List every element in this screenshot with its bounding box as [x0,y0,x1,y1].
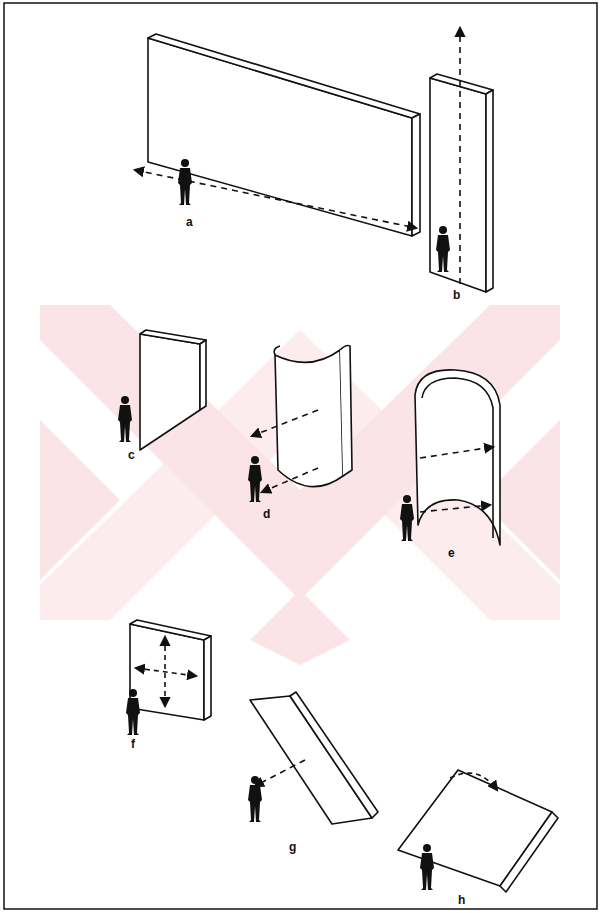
watermark-diamond [250,590,350,665]
panel-letter: d [263,507,270,521]
panel-edge [290,692,378,818]
panel-e [415,370,500,545]
panel-edge [412,114,420,236]
dashed-arrow [420,505,490,512]
panel-letter: e [448,546,455,560]
human-figure [436,226,450,272]
panel-letter: g [289,840,296,854]
panel-c [140,330,206,450]
panel-d [252,346,352,493]
human-figure [126,689,140,735]
human-figure [118,396,132,442]
panel-edge [430,74,493,94]
panel-edge [140,330,206,344]
panel-letter: f [131,737,135,751]
panel-edge [340,346,352,477]
wall-panel [148,38,412,236]
curved-arrow [450,773,497,790]
human-figures [118,159,450,890]
panel-b [430,28,493,292]
dashed-arrow [420,447,493,458]
panel-edge [500,812,558,892]
wall-panel [430,78,486,292]
panel-g [250,692,378,824]
panel-edge [486,90,493,292]
dashed-arrow [255,760,305,786]
panel-edge [130,620,211,640]
watermark [40,305,560,665]
dashed-arrow [136,668,196,676]
curved-panel [275,350,343,487]
dashed-arrow [262,468,318,492]
panel-f [130,620,211,720]
human-figure [420,844,434,890]
human-figure [248,776,262,822]
panel-edge [148,34,420,118]
wall-panel [140,334,200,450]
panel-letter: b [453,288,460,302]
dashed-arrow [459,28,461,284]
panel-edge [204,636,211,720]
frame-border [4,3,597,909]
panel-h [398,770,558,892]
panel-edge [422,378,493,538]
curved-enclosure [415,370,500,545]
panel-a [135,34,420,236]
panel-edge [200,340,206,410]
dashed-arrow [252,410,318,436]
panel-letter: a [186,215,193,229]
human-figure [248,456,262,502]
human-figure [400,495,414,541]
panel-edge [274,346,280,355]
human-figure [178,159,192,205]
watermark-chevron [40,330,560,620]
panel-letter: c [128,448,135,462]
dashed-arrow [135,170,416,228]
panel-letter: h [458,893,465,907]
